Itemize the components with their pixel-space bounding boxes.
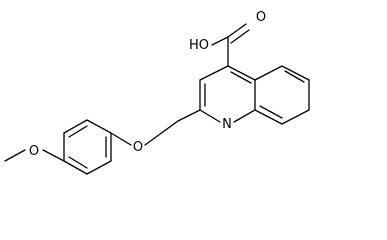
ring-bond [281, 65, 310, 81]
ring-double-bond [259, 105, 283, 119]
bond-methyl-o [4, 149, 26, 162]
ring-bond [281, 109, 310, 125]
ring-bond [254, 109, 283, 125]
bond-c-oh [211, 36, 229, 46]
ring-bond [86, 119, 112, 134]
structure-diagram: O O HO O N [4, 10, 310, 175]
bond-c-o-double [227, 23, 247, 38]
ether-linkage [110, 109, 201, 146]
carbonyl-oxygen-label: O [256, 10, 266, 25]
bond-o-ch2 [144, 120, 179, 146]
ether-oxygen-label: O [133, 140, 143, 155]
ring-bond [199, 65, 229, 81]
benzo-ring [254, 65, 310, 125]
ring-bond [254, 65, 283, 81]
ring-double-bond [68, 125, 88, 138]
ring-bond [63, 119, 88, 134]
hydroxyl-label: HO [189, 38, 209, 53]
ring-double-bond [284, 70, 305, 83]
benzene-ring [63, 119, 112, 175]
ring-bond [63, 160, 88, 175]
bond-c-o-double [230, 29, 250, 44]
bond-aryl-o [110, 132, 132, 146]
ring-nitrogen-label: N [222, 117, 232, 132]
ring-bond [86, 160, 112, 175]
ring-bond [199, 109, 221, 123]
ring-bond [233, 109, 256, 123]
methoxy-group [4, 149, 65, 162]
ring-double-bond [230, 71, 252, 84]
pyridine-ring [199, 65, 256, 123]
ring-double-bond [68, 156, 88, 169]
ring-bond [227, 65, 256, 81]
carboxylic-acid [211, 23, 250, 67]
molecule-drawing: O O HO O N [4, 10, 310, 175]
methoxy-oxygen-label: O [29, 144, 39, 159]
bond-ch2-quinoline [177, 109, 201, 122]
bond-o-aryl [42, 149, 65, 162]
